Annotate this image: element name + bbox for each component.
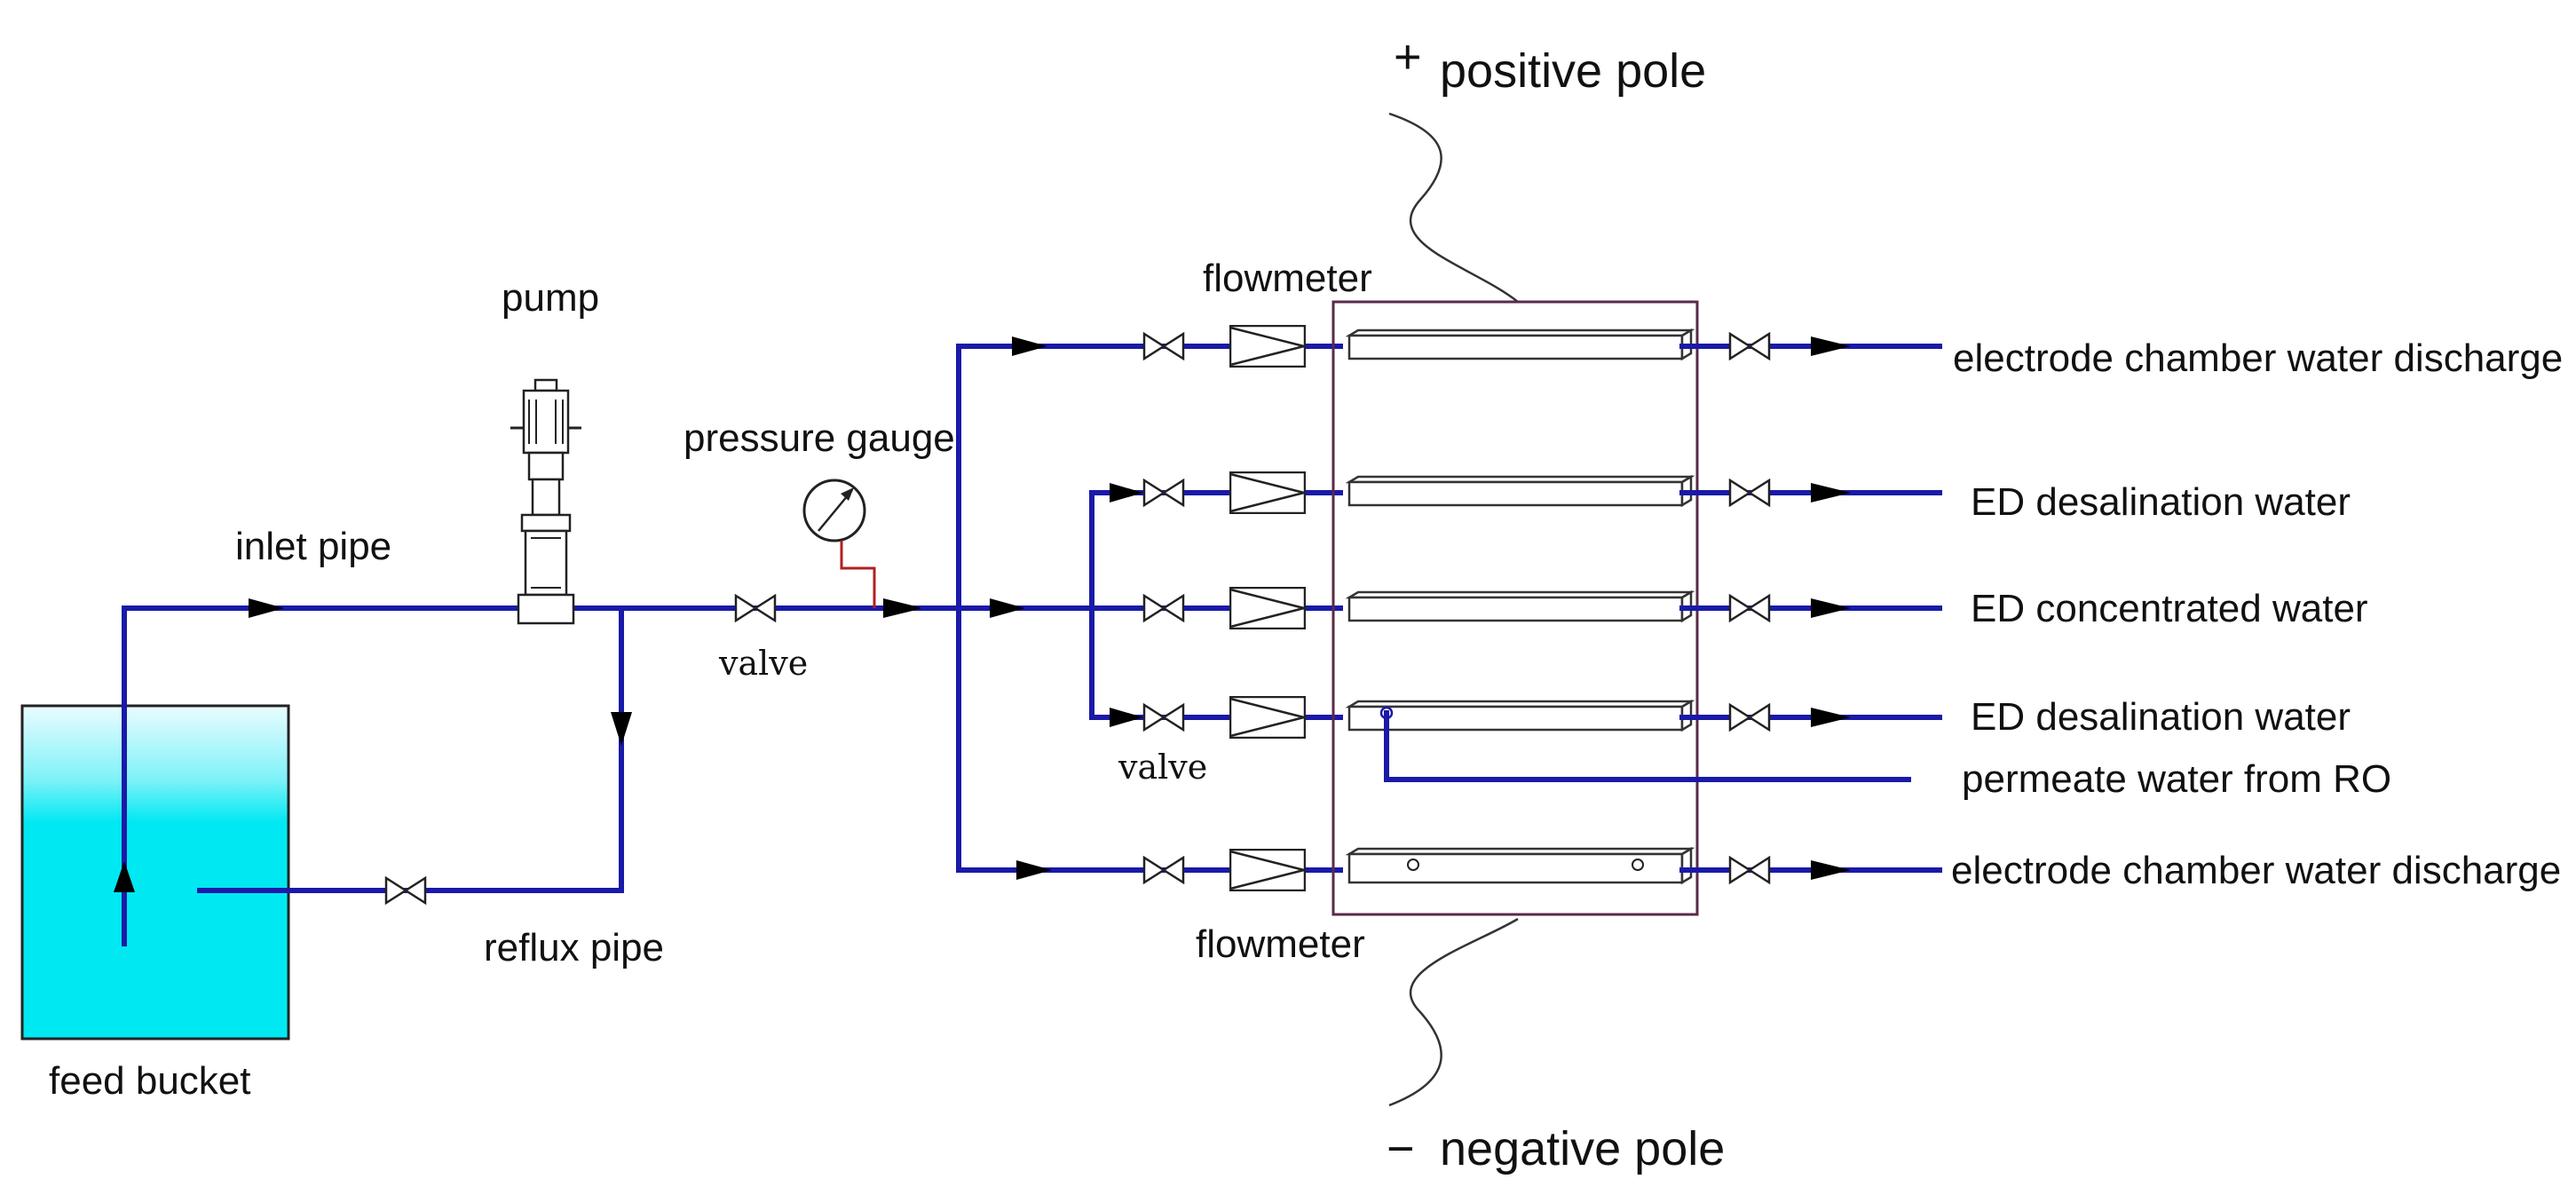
inlet-valve-row-5-icon <box>1142 856 1185 884</box>
feed-bucket-label: feed bucket <box>49 1059 251 1103</box>
cell-chamber-row-5 <box>1345 846 1695 885</box>
flowmeter-top-label: flowmeter <box>1203 257 1372 300</box>
outlet-arrow-row-4 <box>1811 708 1851 727</box>
outlet-valve-row-3-icon <box>1728 594 1771 622</box>
outlet-valve-row-5-icon <box>1728 856 1771 884</box>
flowmeter-row-3-icon <box>1229 587 1306 629</box>
pressure-gauge-label: pressure gauge <box>684 416 955 460</box>
flow-arrow-bucket-up <box>114 861 135 892</box>
cell-chamber-row-3 <box>1345 590 1695 623</box>
negative-pole-sign: − <box>1387 1122 1415 1175</box>
pump-label: pump <box>502 276 599 320</box>
flow-arrow-row-4 <box>1110 708 1143 727</box>
flowmeter-bottom-label: flowmeter <box>1196 922 1365 966</box>
positive-pole-sign: + <box>1394 30 1422 83</box>
outlet-label-row-1: electrode chamber water discharge <box>1953 336 2563 380</box>
reflux-pipe-label: reflux pipe <box>484 926 664 969</box>
outlet-arrow-row-5 <box>1811 860 1851 880</box>
cell-chamber-row-1 <box>1345 328 1695 361</box>
negative-pole-label: negative pole <box>1440 1122 1725 1175</box>
inlet-valve-row-4-icon <box>1142 703 1185 732</box>
negative-pole-lead <box>1388 917 1519 1107</box>
feed-bucket <box>20 704 290 1041</box>
outlet-arrow-row-3 <box>1811 598 1851 618</box>
reflux-pipe <box>197 605 624 893</box>
inlet-pipe-label: inlet pipe <box>235 525 391 568</box>
main-valve-icon <box>734 594 777 622</box>
pressure-gauge-icon <box>802 479 876 608</box>
flow-arrow-main <box>883 598 923 618</box>
outlet-label-row-2: ED desalination water <box>1971 480 2351 524</box>
outlet-arrow-row-2 <box>1811 483 1851 503</box>
flow-arrow-branch-mid <box>990 598 1025 618</box>
flowmeter-row-2-icon <box>1229 471 1306 514</box>
cell-chamber-row-4 <box>1345 699 1695 732</box>
flow-arrow-branch-top <box>1012 336 1047 356</box>
inlet-valve-row-1-icon <box>1142 332 1185 360</box>
flowmeter-row-1-icon <box>1229 325 1306 368</box>
reflux-valve-icon <box>384 876 427 905</box>
inlet-valve-row-2-icon <box>1142 479 1185 507</box>
flow-arrow-row-2 <box>1110 483 1143 503</box>
outlet-label-row-6: electrode chamber water discharge <box>1951 849 2561 892</box>
inlet-pipe <box>122 605 926 946</box>
flowmeter-row-4-icon <box>1229 696 1306 739</box>
flowmeter-row-5-icon <box>1229 849 1306 891</box>
flow-arrow-inlet <box>249 598 284 618</box>
flow-arrow-branch-bottom <box>1016 860 1052 880</box>
ro-permeate-pipe <box>1384 710 1911 782</box>
outlet-label-row-5: permeate water from RO <box>1962 757 2391 801</box>
positive-pole-label: positive pole <box>1440 44 1706 98</box>
branch-valve-label: valve <box>1118 748 1207 787</box>
outlet-label-row-4: ED desalination water <box>1971 695 2351 739</box>
main-valve-label: valve <box>718 644 808 683</box>
outlet-valve-row-1-icon <box>1728 332 1771 360</box>
positive-pole-lead <box>1388 112 1519 303</box>
outlet-valve-row-4-icon <box>1728 703 1771 732</box>
outlet-valve-row-2-icon <box>1728 479 1771 507</box>
cell-chamber-row-2 <box>1345 474 1695 508</box>
outlet-label-row-3: ED concentrated water <box>1971 587 2368 630</box>
pump-icon <box>510 378 581 625</box>
inlet-valve-row-3-icon <box>1142 594 1185 622</box>
flow-arrow-reflux-down <box>611 712 632 746</box>
outlet-arrow-row-1 <box>1811 336 1851 356</box>
